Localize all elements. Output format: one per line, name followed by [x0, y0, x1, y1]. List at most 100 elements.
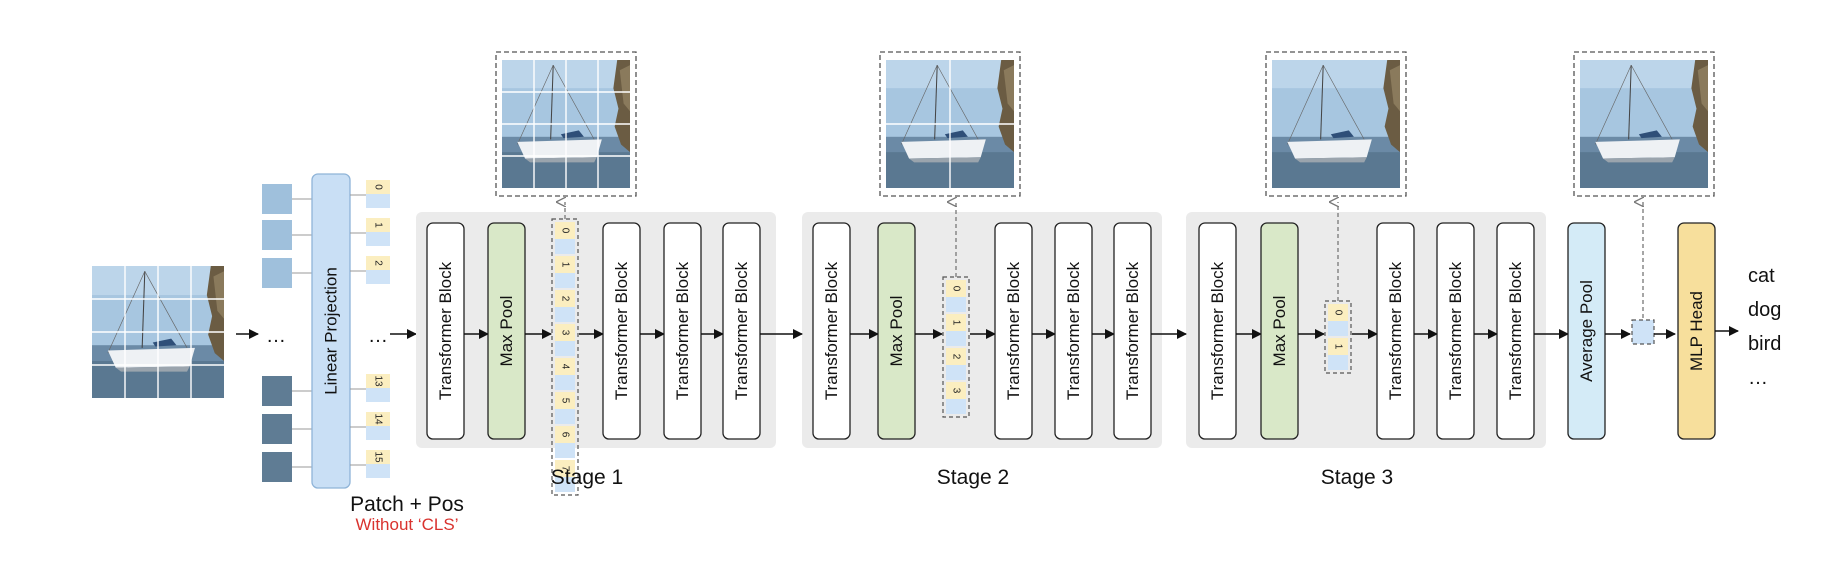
mlp-head-label: MLP Head [1687, 291, 1706, 371]
token-index [555, 256, 575, 273]
linear-projection-box [311, 173, 351, 489]
input-image [92, 266, 224, 398]
output-class-label: bird [1748, 333, 1781, 355]
average-pool: Average Pool [1567, 222, 1606, 440]
token-embedding [946, 399, 966, 414]
transformer-block: Transformer Block [1376, 222, 1415, 440]
token-index [946, 280, 966, 297]
transformer-block-box [722, 222, 761, 440]
transformer-block: Transformer Block [426, 222, 465, 440]
token-embedding [555, 375, 575, 390]
transformer-block-label: Transformer Block [822, 261, 841, 400]
token-embedding [1328, 355, 1348, 370]
feature-map-stage-3 [1272, 60, 1400, 188]
patch-thumbnail [262, 452, 292, 482]
transformer-block: Transformer Block [1198, 222, 1237, 440]
feature-map-frame [495, 51, 637, 197]
transformer-block-label: Transformer Block [436, 261, 455, 400]
transformer-block-label: Transformer Block [1446, 261, 1465, 400]
max-pool-box [1260, 222, 1299, 440]
token-embedding [555, 477, 575, 492]
patch-index-label: 1 [373, 222, 384, 228]
transformer-block-box [1054, 222, 1093, 440]
stage-1-background [416, 212, 776, 448]
token-embedding [1328, 321, 1348, 336]
patch-thumbnail [262, 220, 292, 250]
max-pool-box [487, 222, 526, 440]
pooled-tokens-stage-3: 01 [1324, 300, 1352, 374]
patch-index [366, 256, 390, 270]
feature-map-frame [1573, 51, 1715, 197]
feature-map-stage-1 [502, 60, 630, 188]
patch-embedding [366, 232, 390, 246]
patch-index [366, 218, 390, 232]
token-index-label: 2 [560, 296, 571, 302]
transformer-block-label: Transformer Block [1004, 261, 1023, 400]
token-embedding [946, 365, 966, 380]
transformer-block-label: Transformer Block [673, 261, 692, 400]
linear-projection: Linear Projection [311, 173, 351, 489]
patch-embedding [366, 464, 390, 478]
pooled-token [1631, 319, 1655, 345]
stage-label: Stage 3 [1321, 466, 1393, 489]
linear-projection-label: Linear Projection [322, 267, 341, 395]
transformer-block-box [426, 222, 465, 440]
token-embedding [555, 341, 575, 356]
token-index [555, 290, 575, 307]
transformer-block-label: Transformer Block [1386, 261, 1405, 400]
transformer-block-box [994, 222, 1033, 440]
token-index-label: 3 [560, 330, 571, 336]
transformer-block: Transformer Block [602, 222, 641, 440]
output-class-label: dog [1748, 299, 1781, 321]
token-index [555, 358, 575, 375]
patch-pos-label: Patch + Pos [350, 493, 464, 516]
token-index [555, 392, 575, 409]
token-index-label: 0 [951, 286, 962, 292]
token-index-label: 5 [560, 398, 571, 404]
token-index [555, 324, 575, 341]
transformer-block: Transformer Block [663, 222, 702, 440]
transformer-block-box [812, 222, 851, 440]
transformer-block: Transformer Block [1436, 222, 1475, 440]
token-index-label: 1 [560, 262, 571, 268]
token-index-label: 0 [1333, 310, 1344, 316]
max-pool-label: Max Pool [887, 296, 906, 367]
token-embedding [555, 409, 575, 424]
patch-index-label: 14 [373, 413, 384, 425]
feature-map-frame [1265, 51, 1407, 197]
transformer-block-box [1376, 222, 1415, 440]
token-index [946, 314, 966, 331]
transformer-block-box [1496, 222, 1535, 440]
stage-3-background [1186, 212, 1546, 448]
pooled-tokens-stage-1-frame [551, 218, 579, 496]
max-pool-box [877, 222, 916, 440]
feature-map-frame [879, 51, 1021, 197]
stage-2-background [802, 212, 1162, 448]
patch-thumbnail [262, 414, 292, 444]
patch-thumbnail [262, 258, 292, 288]
patch-embedding [366, 388, 390, 402]
patch-ellipsis: … [266, 325, 286, 347]
token-embedding [555, 273, 575, 288]
patch-thumbnail [262, 376, 292, 406]
token-embedding [555, 307, 575, 322]
patch-index [366, 374, 390, 388]
transformer-block: Transformer Block [1113, 222, 1152, 440]
pooled-tokens-stage-2-frame [942, 276, 970, 418]
patch-index [366, 180, 390, 194]
max-pool: Max Pool [1260, 222, 1299, 440]
patch-index-label: 13 [373, 375, 384, 387]
stage-label: Stage 2 [937, 466, 1009, 489]
transformer-block-box [1436, 222, 1475, 440]
transformer-block: Transformer Block [722, 222, 761, 440]
patch-index-label: 15 [373, 451, 384, 463]
token-index-label: 4 [560, 364, 571, 370]
patch-index-label: 2 [373, 260, 384, 266]
token-embedding [555, 239, 575, 254]
max-pool: Max Pool [877, 222, 916, 440]
token-index [555, 222, 575, 239]
without-cls-label: Without ‘CLS’ [356, 515, 459, 534]
